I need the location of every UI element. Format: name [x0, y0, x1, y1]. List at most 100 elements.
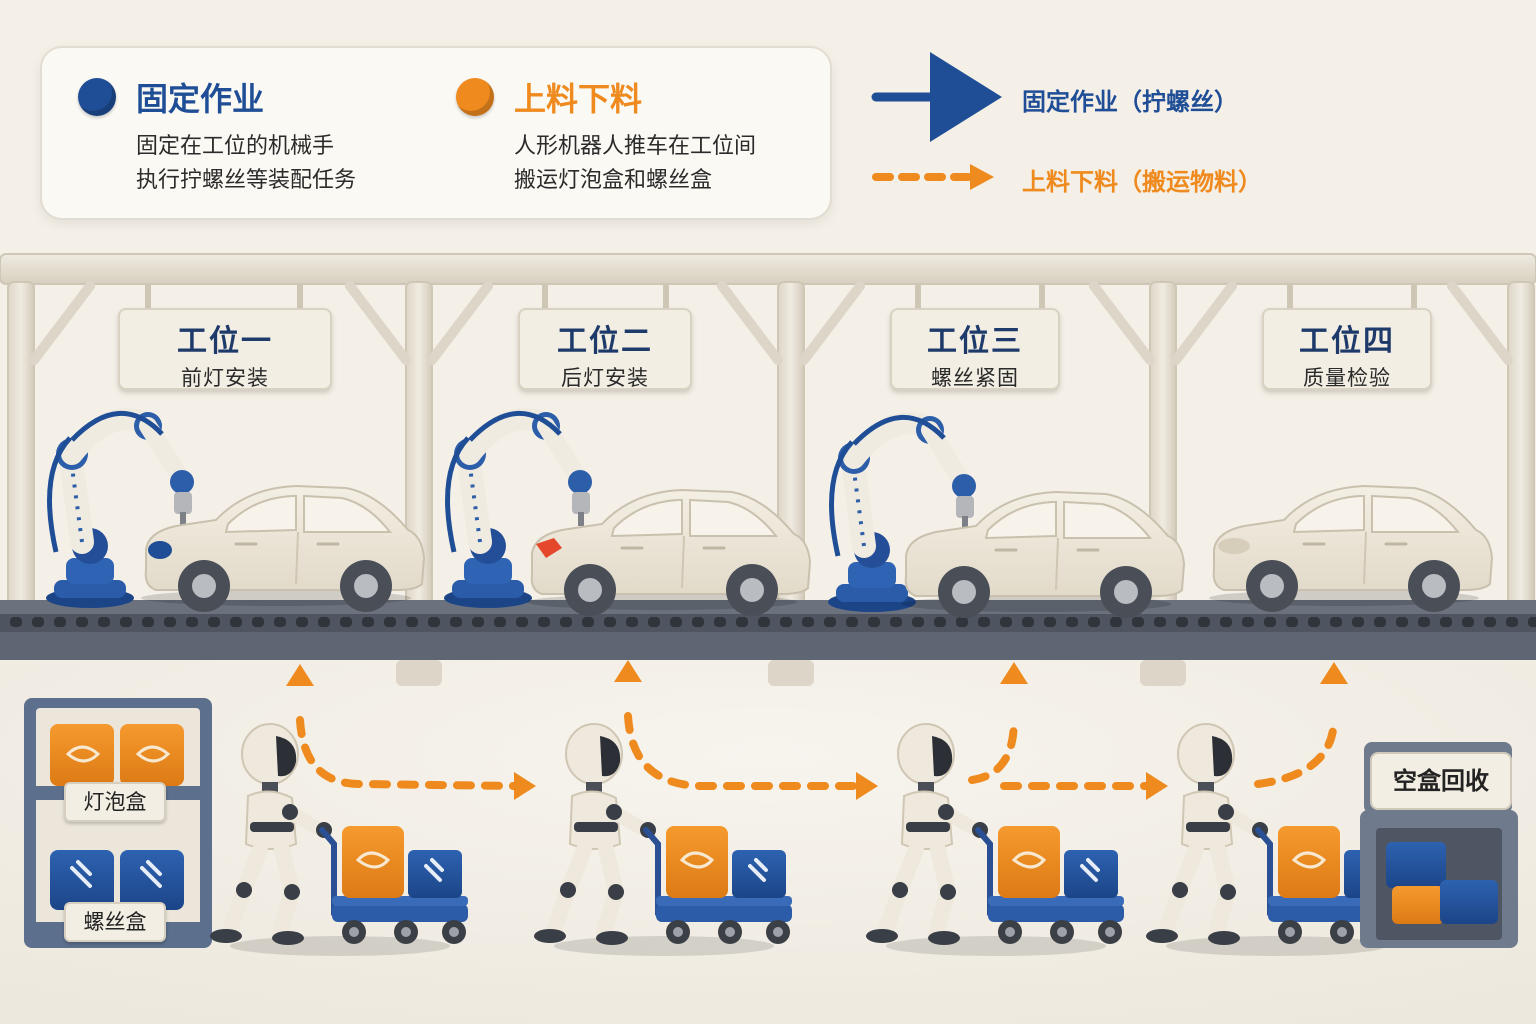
key-fixed-label: 固定作业（拧螺丝） — [1022, 88, 1238, 116]
car-station-4 — [1207, 484, 1494, 614]
rear-light-mark — [536, 538, 562, 558]
conveyor-roller — [472, 617, 484, 627]
conveyor-roller — [428, 617, 440, 627]
conveyor-roller — [736, 617, 748, 627]
conveyor-roller — [692, 617, 704, 627]
station-task: 质量检验 — [1303, 366, 1391, 390]
legend-logistics-desc: 人形机器人推车在工位间 搬运灯泡盒和螺丝盒 — [514, 130, 756, 198]
conveyor-roller — [340, 617, 352, 627]
station-name: 工位二 — [557, 324, 653, 359]
station-name: 工位四 — [1299, 324, 1395, 359]
orange-dot-icon — [456, 78, 494, 116]
conveyor-roller — [76, 617, 88, 627]
conveyor-roller — [1066, 617, 1078, 627]
station-sign-2: 工位二 后灯安装 — [518, 308, 692, 390]
conveyor-roller — [1374, 617, 1386, 627]
conveyor-roller — [604, 617, 616, 627]
conveyor-roller — [1462, 617, 1474, 627]
conveyor-roller — [802, 617, 814, 627]
conveyor-roller — [1132, 617, 1144, 627]
conveyor-roller — [208, 617, 220, 627]
conveyor-roller — [626, 617, 638, 627]
conveyor-roller — [538, 617, 550, 627]
conveyor-roller — [252, 617, 264, 627]
conveyor-roller — [1242, 617, 1254, 627]
conveyor-roller — [1286, 617, 1298, 627]
conveyor-roller — [1110, 617, 1122, 627]
legend-logistics-title: 上料下料 — [514, 80, 643, 118]
conveyor-roller — [956, 617, 968, 627]
conveyor-roller — [1352, 617, 1364, 627]
conveyor-roller — [120, 617, 132, 627]
conveyor-belt — [0, 600, 1536, 660]
station-name: 工位一 — [177, 324, 273, 359]
car-station-2 — [525, 488, 812, 618]
conveyor-roller — [670, 617, 682, 627]
conveyor-roller — [98, 617, 110, 627]
legend-fixed-desc: 固定在工位的机械手 执行拧螺丝等装配任务 — [136, 130, 356, 198]
conveyor-roller — [1220, 617, 1232, 627]
conveyor-roller — [54, 617, 66, 627]
bulb-box-label: 灯泡盒 — [64, 782, 166, 822]
conveyor-roller — [230, 617, 242, 627]
conveyor-roller — [450, 617, 462, 627]
conveyor-roller — [494, 617, 506, 627]
conveyor-roller — [1264, 617, 1276, 627]
screw-box-label: 螺丝盒 — [64, 902, 166, 942]
station-task: 后灯安装 — [561, 366, 649, 390]
conveyor-roller — [714, 617, 726, 627]
conveyor-roller — [1440, 617, 1452, 627]
conveyor-roller — [1022, 617, 1034, 627]
car-station-3 — [899, 490, 1186, 620]
legend-logistics-desc-line: 搬运灯泡盒和螺丝盒 — [514, 168, 713, 193]
conveyor-roller — [1484, 617, 1496, 627]
conveyor-roller — [978, 617, 990, 627]
conveyor-roller — [1418, 617, 1430, 627]
legend-panel: 固定作业 固定在工位的机械手 执行拧螺丝等装配任务 上料下料 人形机器人推车在工… — [40, 46, 832, 220]
conveyor-roller — [1000, 617, 1012, 627]
station-sign-3: 工位三 螺丝紧固 — [890, 308, 1060, 390]
legend-fixed-desc-line: 执行拧螺丝等装配任务 — [136, 168, 357, 193]
conveyor-roller — [384, 617, 396, 627]
key-logistics-label: 上料下料（搬运物料） — [1022, 168, 1262, 196]
bulb-box-icon — [120, 724, 184, 786]
conveyor-roller — [824, 617, 836, 627]
legend-fixed-title: 固定作业 — [136, 80, 265, 118]
station-sign-1: 工位一 前灯安装 — [118, 308, 332, 390]
conveyor-roller — [406, 617, 418, 627]
logistics-arrowheads — [286, 660, 1348, 800]
bulb-box-icon — [50, 724, 114, 786]
conveyor-roller — [296, 617, 308, 627]
conveyor-roller — [1154, 617, 1166, 627]
legend-fixed-desc-line: 固定在工位的机械手 — [136, 134, 335, 159]
conveyor-roller — [648, 617, 660, 627]
conveyor-roller — [846, 617, 858, 627]
conveyor-roller — [1330, 617, 1342, 627]
conveyor-roller — [1176, 617, 1188, 627]
conveyor-roller — [1396, 617, 1408, 627]
conveyor-roller — [912, 617, 924, 627]
conveyor-roller — [274, 617, 286, 627]
conveyor-roller — [868, 617, 880, 627]
logistics-flow-paths — [296, 712, 1338, 790]
conveyor-roller — [10, 617, 22, 627]
blue-dot-icon — [78, 78, 116, 116]
conveyor-roller — [318, 617, 330, 627]
conveyor-roller — [362, 617, 374, 627]
station-sign-4: 工位四 质量检验 — [1262, 308, 1432, 390]
conveyor-roller — [1528, 617, 1536, 627]
conveyor-roller — [934, 617, 946, 627]
conveyor-roller — [186, 617, 198, 627]
conveyor-roller — [890, 617, 902, 627]
station-name: 工位三 — [927, 324, 1023, 359]
conveyor-roller — [164, 617, 176, 627]
recycle-label: 空盒回收 — [1370, 752, 1512, 810]
station-task: 前灯安装 — [181, 366, 269, 390]
conveyor-roller — [32, 617, 44, 627]
conveyor-roller — [142, 617, 154, 627]
conveyor-roller — [758, 617, 770, 627]
legend-logistics-desc-line: 人形机器人推车在工位间 — [514, 134, 757, 159]
conveyor-roller — [1506, 617, 1518, 627]
conveyor-roller — [780, 617, 792, 627]
